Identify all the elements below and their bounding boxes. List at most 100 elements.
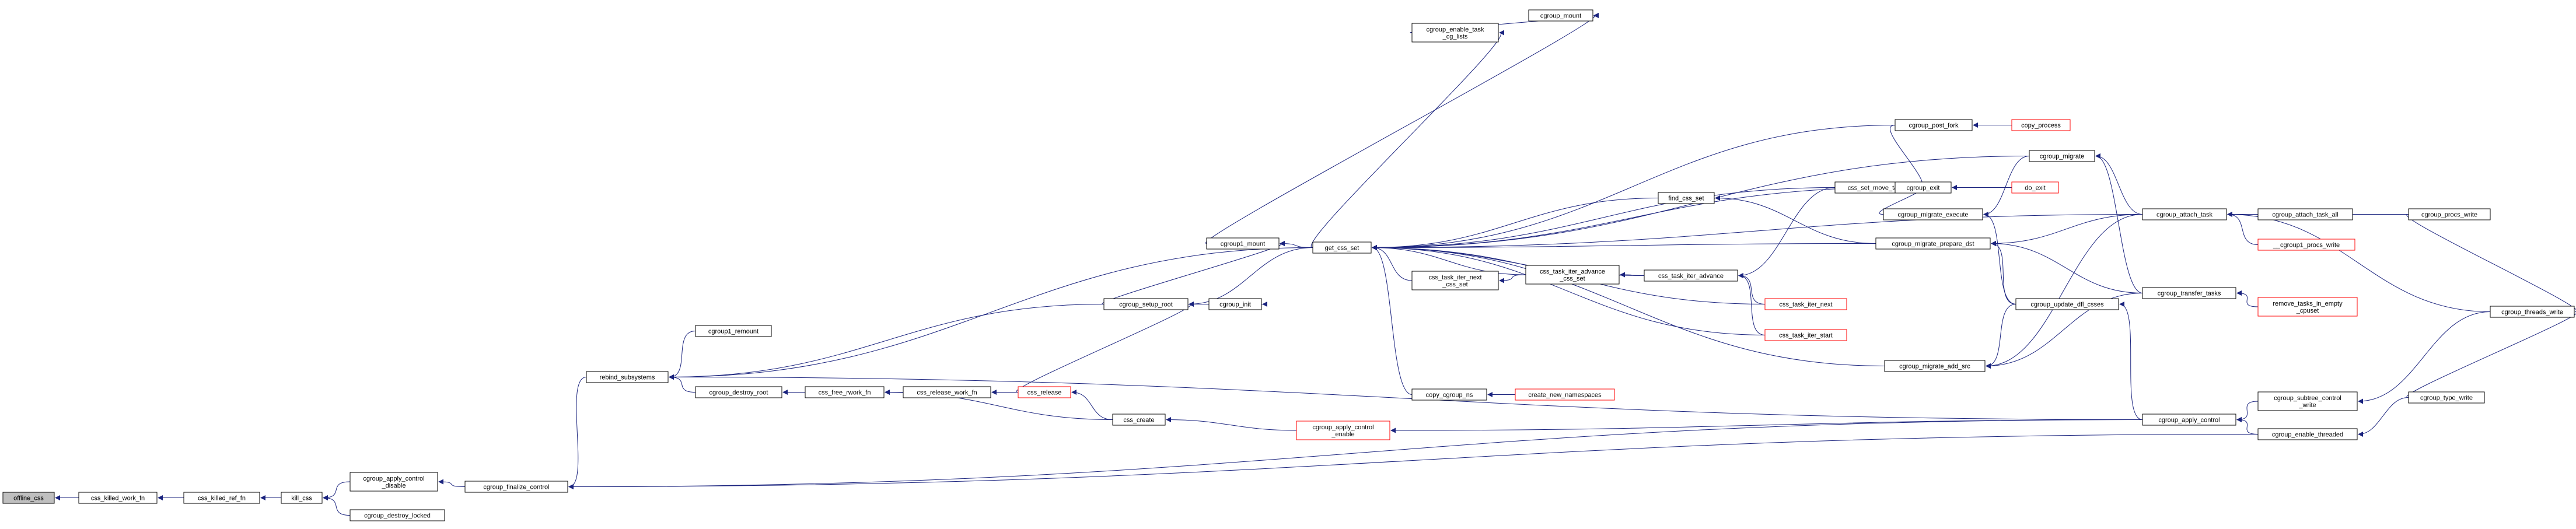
- function-node[interactable]: cgroup_migrate_add_src: [1884, 360, 1986, 372]
- function-node[interactable]: css_task_iter_next: [1764, 298, 1847, 310]
- function-node[interactable]: css_task_iter_next_css_set: [1411, 271, 1499, 290]
- function-node[interactable]: css_task_iter_advance_css_set: [1525, 265, 1620, 285]
- function-node-box[interactable]: [2142, 414, 2236, 426]
- function-node-box[interactable]: [1515, 388, 1615, 401]
- function-node[interactable]: css_release: [1018, 386, 1071, 398]
- function-node-box[interactable]: [2490, 306, 2575, 318]
- function-node-box[interactable]: [1764, 329, 1847, 341]
- function-node[interactable]: cgroup_destroy_locked: [349, 509, 445, 521]
- function-node[interactable]: remove_tasks_in_empty_cpuset: [2257, 297, 2358, 317]
- function-node[interactable]: cgroup_init: [1208, 298, 1262, 310]
- function-node-box[interactable]: [1875, 237, 1991, 250]
- function-node[interactable]: css_free_rwork_fn: [805, 386, 885, 398]
- function-node-box[interactable]: [349, 472, 438, 492]
- function-node-box[interactable]: [2257, 208, 2353, 220]
- function-node[interactable]: cgroup_apply_control_disable: [349, 472, 438, 492]
- function-node[interactable]: cgroup_attach_task: [2142, 208, 2227, 220]
- function-node-box[interactable]: [1764, 298, 1847, 310]
- function-node[interactable]: rebind_subsystems: [586, 371, 669, 383]
- function-node-box[interactable]: [903, 386, 991, 398]
- function-node-box[interactable]: [1411, 388, 1487, 401]
- function-node-box[interactable]: [695, 386, 782, 398]
- function-node-box[interactable]: [2011, 119, 2071, 131]
- function-node-box[interactable]: [2029, 150, 2095, 162]
- function-node-box[interactable]: [2015, 298, 2119, 310]
- function-node-box[interactable]: [695, 325, 772, 337]
- function-node-box[interactable]: [2011, 181, 2059, 194]
- function-node[interactable]: css_task_iter_start: [1764, 329, 1847, 341]
- function-node[interactable]: css_release_work_fn: [903, 386, 991, 398]
- function-node[interactable]: cgroup_mount: [1528, 9, 1593, 22]
- function-node-box[interactable]: [1883, 208, 1983, 220]
- function-node[interactable]: css_task_iter_advance: [1644, 269, 1738, 282]
- function-node-box[interactable]: [1525, 265, 1620, 285]
- function-node-box[interactable]: [1658, 192, 1715, 204]
- function-node[interactable]: cgroup_migrate_execute: [1883, 208, 1983, 220]
- function-node[interactable]: cgroup_migrate_prepare_dst: [1875, 237, 1991, 250]
- function-node-box[interactable]: [2257, 391, 2358, 411]
- function-node[interactable]: cgroup_destroy_root: [695, 386, 782, 398]
- function-node[interactable]: find_css_set: [1658, 192, 1715, 204]
- function-node-box[interactable]: [1206, 237, 1280, 250]
- function-node[interactable]: cgroup_migrate: [2029, 150, 2095, 162]
- function-node-box[interactable]: [1644, 269, 1738, 282]
- function-node-box[interactable]: [2257, 428, 2358, 440]
- function-node[interactable]: css_killed_work_fn: [78, 492, 158, 504]
- function-node[interactable]: copy_process: [2011, 119, 2071, 131]
- function-node-box[interactable]: [1208, 298, 1262, 310]
- function-node-box[interactable]: [2408, 391, 2485, 404]
- function-node[interactable]: cgroup_enable_threaded: [2257, 428, 2358, 440]
- function-node-box[interactable]: [1018, 386, 1071, 398]
- function-node[interactable]: cgroup_post_fork: [1895, 119, 1973, 131]
- function-node-box[interactable]: [2, 492, 55, 504]
- function-node[interactable]: css_create: [1112, 414, 1166, 426]
- function-node-label: copy_cgroup_ns: [1426, 392, 1473, 399]
- function-node-box[interactable]: [2408, 208, 2491, 220]
- function-node-box[interactable]: [1895, 181, 1952, 194]
- function-node-box[interactable]: [805, 386, 885, 398]
- function-node-box[interactable]: [349, 509, 445, 521]
- function-node[interactable]: cgroup_enable_task_cg_lists: [1411, 23, 1499, 43]
- function-node-box[interactable]: [464, 481, 568, 493]
- function-node[interactable]: cgroup_exit: [1895, 181, 1952, 194]
- function-node[interactable]: offline_css: [2, 492, 55, 504]
- function-node-box[interactable]: [1884, 360, 1986, 372]
- function-node[interactable]: cgroup_finalize_control: [464, 481, 568, 493]
- function-node-box[interactable]: [183, 492, 260, 504]
- function-node-box[interactable]: [1528, 9, 1593, 22]
- function-node[interactable]: cgroup1_remount: [695, 325, 772, 337]
- function-node[interactable]: cgroup1_mount: [1206, 237, 1280, 250]
- function-node-box[interactable]: [1895, 119, 1973, 131]
- function-node-box[interactable]: [2257, 297, 2358, 317]
- function-node-box[interactable]: [586, 371, 669, 383]
- call-edge: [2095, 153, 2143, 215]
- function-node[interactable]: css_killed_ref_fn: [183, 492, 260, 504]
- function-node[interactable]: cgroup_apply_control: [2142, 414, 2236, 426]
- function-node[interactable]: cgroup_update_dfl_csses: [2015, 298, 2119, 310]
- function-node-box[interactable]: [2142, 208, 2227, 220]
- function-node[interactable]: do_exit: [2011, 181, 2059, 194]
- function-node-box[interactable]: [1411, 271, 1499, 290]
- function-node[interactable]: cgroup_procs_write: [2408, 208, 2491, 220]
- function-node[interactable]: cgroup_setup_root: [1103, 298, 1189, 310]
- function-node[interactable]: cgroup_transfer_tasks: [2142, 287, 2236, 299]
- function-node[interactable]: get_css_set: [1312, 241, 1372, 254]
- function-node-box[interactable]: [1411, 23, 1499, 43]
- function-node[interactable]: cgroup_attach_task_all: [2257, 208, 2353, 220]
- function-node[interactable]: cgroup_threads_write: [2490, 306, 2575, 318]
- function-node-box[interactable]: [1103, 298, 1189, 310]
- function-node-box[interactable]: [1296, 421, 1390, 440]
- function-node-box[interactable]: [281, 492, 323, 504]
- function-node-box[interactable]: [2257, 239, 2355, 251]
- function-node[interactable]: copy_cgroup_ns: [1411, 388, 1487, 401]
- function-node-box[interactable]: [2142, 287, 2236, 299]
- function-node-box[interactable]: [78, 492, 158, 504]
- function-node[interactable]: cgroup_type_write: [2408, 391, 2485, 404]
- function-node[interactable]: cgroup_subtree_control_write: [2257, 391, 2358, 411]
- function-node[interactable]: kill_css: [281, 492, 323, 504]
- function-node[interactable]: cgroup_apply_control_enable: [1296, 421, 1390, 440]
- function-node-box[interactable]: [1112, 414, 1166, 426]
- function-node[interactable]: __cgroup1_procs_write: [2257, 239, 2355, 251]
- function-node-box[interactable]: [1312, 241, 1372, 254]
- function-node[interactable]: create_new_namespaces: [1515, 388, 1615, 401]
